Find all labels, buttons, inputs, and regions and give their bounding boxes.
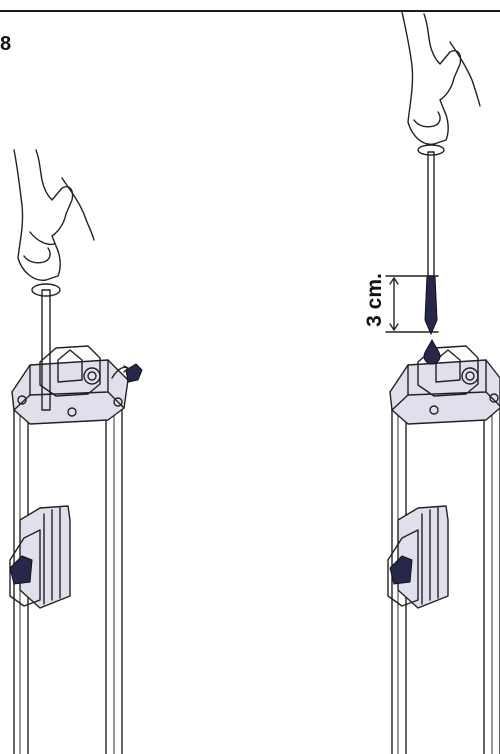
screw-icon	[111, 363, 143, 383]
left-screwdriver	[31, 283, 61, 411]
left-hand-icon	[13, 149, 95, 281]
right-hand-icon	[401, 11, 481, 145]
oil-drop-icon	[423, 338, 441, 365]
top-rule	[0, 10, 500, 12]
right-column-post	[387, 345, 500, 754]
measurement-bracket	[385, 275, 439, 333]
right-screwdriver	[417, 144, 445, 336]
step-number: 8	[0, 33, 12, 55]
left-column-post	[9, 345, 129, 754]
